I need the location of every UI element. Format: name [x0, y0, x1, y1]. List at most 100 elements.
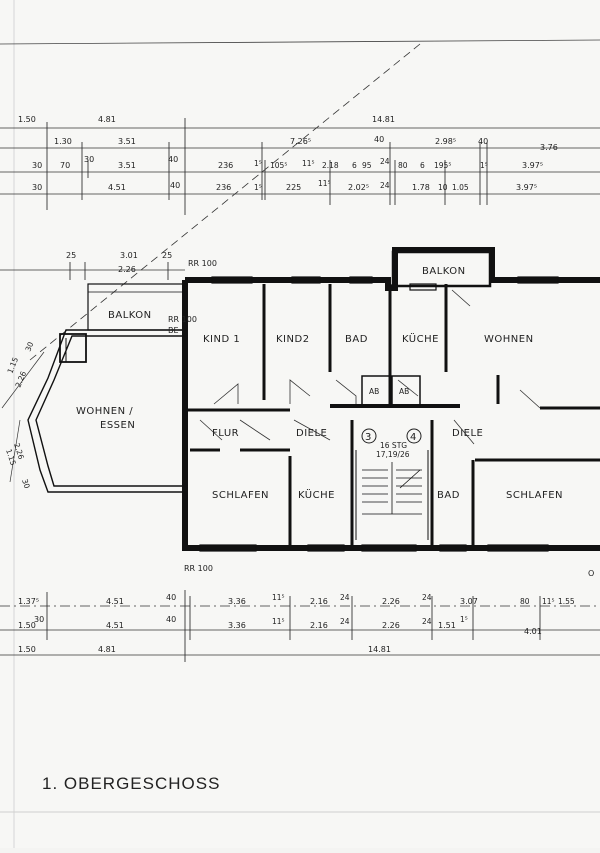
dim-text: 6: [420, 161, 425, 170]
dim-text: 4.51: [108, 183, 126, 192]
room-label-balkon-left: BALKON: [108, 310, 152, 321]
dim-text: 3.36: [228, 621, 246, 630]
dim-text: 1.50: [18, 645, 36, 654]
dim-text: 95: [362, 161, 372, 170]
dim-text: 3.51: [118, 161, 136, 170]
dim-text: 40: [166, 615, 176, 624]
floor-title: 1. OBERGESCHOSS: [42, 774, 221, 793]
dim-text: 24: [340, 593, 350, 602]
dim-text: 1.30: [54, 137, 72, 146]
dim-text: 105⁵: [270, 161, 287, 170]
dim-text: 2.02⁵: [348, 183, 369, 192]
bottom-dimension-lines: [0, 590, 600, 662]
room-label-bad-bottom: BAD: [437, 490, 460, 501]
dim-text: 4.51: [106, 597, 124, 606]
room-label-diele-right: DIELE: [452, 428, 483, 439]
room-label-ab: AB: [369, 387, 379, 396]
dim-text: 1⁵: [254, 183, 262, 192]
dim-text: 4.51: [106, 621, 124, 630]
room-label-kueche-top: KÜCHE: [402, 332, 439, 345]
dim-text: 2.98⁵: [435, 137, 456, 146]
dim-text: 1⁵: [480, 161, 488, 170]
dim-text: 4.81: [98, 645, 116, 654]
dim-text: 3.07: [460, 597, 478, 606]
top-dimension-texts: 1.50 4.81 14.81 1.30 3.51 7.26⁵ 40 2.98⁵…: [18, 115, 558, 274]
dim-text: 40: [478, 137, 488, 146]
dim-text: 40: [166, 593, 176, 602]
dim-text: 2.26: [382, 621, 400, 630]
dim-text: 24: [340, 617, 350, 626]
dim-text: 80: [520, 597, 530, 606]
dim-text: 3.51: [118, 137, 136, 146]
room-label-flur: FLUR: [212, 428, 239, 439]
dim-text: 2.16: [310, 597, 328, 606]
dim-text: 10: [438, 183, 448, 192]
dim-text: 30: [20, 478, 32, 490]
stair-number-4: 4: [410, 432, 417, 443]
dim-text: 24: [422, 593, 432, 602]
bottom-dimension-texts: 1.37⁵ 4.51 40 3.36 11⁵ 2.16 24 2.26 24 3…: [18, 593, 575, 654]
dim-text: 30: [32, 161, 42, 170]
dim-text: 24: [380, 157, 390, 166]
dim-text: 1.05: [452, 183, 469, 192]
dim-text: 195⁵: [434, 161, 451, 170]
mark-rr-bottom: RR 100: [184, 564, 213, 573]
top-dimension-lines: [0, 118, 600, 280]
dim-text: 1.50: [18, 115, 36, 124]
dim-text: 11⁵: [542, 597, 555, 606]
room-label-kind1: KIND 1: [203, 334, 240, 345]
dim-text: 2.26: [382, 597, 400, 606]
dim-text: 4.81: [98, 115, 116, 124]
mark-rr-top: RR 100: [188, 259, 217, 268]
stair-labels: 3 4 16 STG 17,19/26: [361, 428, 422, 459]
stair-number-3: 3: [365, 432, 372, 443]
dim-text: 11⁵: [318, 179, 331, 188]
room-label-wohnen-essen-2: ESSEN: [100, 420, 135, 431]
dim-text: 6: [352, 161, 357, 170]
dim-text: 70: [60, 161, 70, 170]
mark-be: BE: [168, 326, 179, 335]
mark-o-right: O: [588, 569, 594, 578]
room-labels: KIND 1 KIND2 BAD KÜCHE WOHNEN BALKON BAL…: [76, 266, 563, 501]
dim-text: 25: [66, 251, 76, 260]
dim-text: 14.81: [372, 115, 395, 124]
dim-text: 40: [170, 181, 180, 190]
dim-text: 3.97⁵: [522, 161, 543, 170]
stair-circle-3: [361, 428, 377, 444]
dim-text: 1⁵: [460, 615, 468, 624]
dim-text: 3.76: [540, 143, 558, 152]
stair-steps: 16 STG: [380, 441, 407, 450]
dim-text: 30: [24, 340, 36, 352]
dim-text: 225: [286, 183, 301, 192]
door-swings: [199, 289, 541, 445]
room-label-bad-top: BAD: [345, 334, 368, 345]
dim-text: 11⁵: [302, 159, 315, 168]
left-wing-walls: [1, 283, 188, 493]
mark-rr-balkon: RR 100: [168, 315, 197, 324]
room-label-kueche-bottom: KÜCHE: [298, 488, 335, 501]
dim-text: 24: [422, 617, 432, 626]
dim-text: 40: [374, 135, 384, 144]
dim-text: 11⁵: [272, 593, 285, 602]
dim-text: 1.37⁵: [18, 597, 39, 606]
room-label-schlafen-right: SCHLAFEN: [506, 490, 563, 501]
room-label-balkon-right: BALKON: [422, 266, 466, 277]
room-label-kind2: KIND2: [276, 334, 310, 345]
dim-text: 1⁵: [254, 159, 262, 168]
dim-text: 4.01: [524, 627, 542, 636]
room-label-ab: AB: [399, 387, 409, 396]
building-walls: [182, 247, 600, 552]
dim-text: 30: [32, 183, 42, 192]
dim-text: 7.26⁵: [290, 137, 311, 146]
room-label-schlafen-left: SCHLAFEN: [212, 490, 269, 501]
dim-text: 2.16: [310, 621, 328, 630]
dim-text: 30: [34, 615, 44, 624]
dim-text: 1.55: [558, 597, 575, 606]
dim-text: 14.81: [368, 645, 391, 654]
marks: RR 100 RR 100 BE RR 100 O: [168, 259, 594, 578]
dim-text: 2.18: [322, 161, 339, 170]
dim-text: 40: [168, 155, 178, 164]
dim-text: 3.97⁵: [516, 183, 537, 192]
dim-text: 11⁵: [272, 617, 285, 626]
